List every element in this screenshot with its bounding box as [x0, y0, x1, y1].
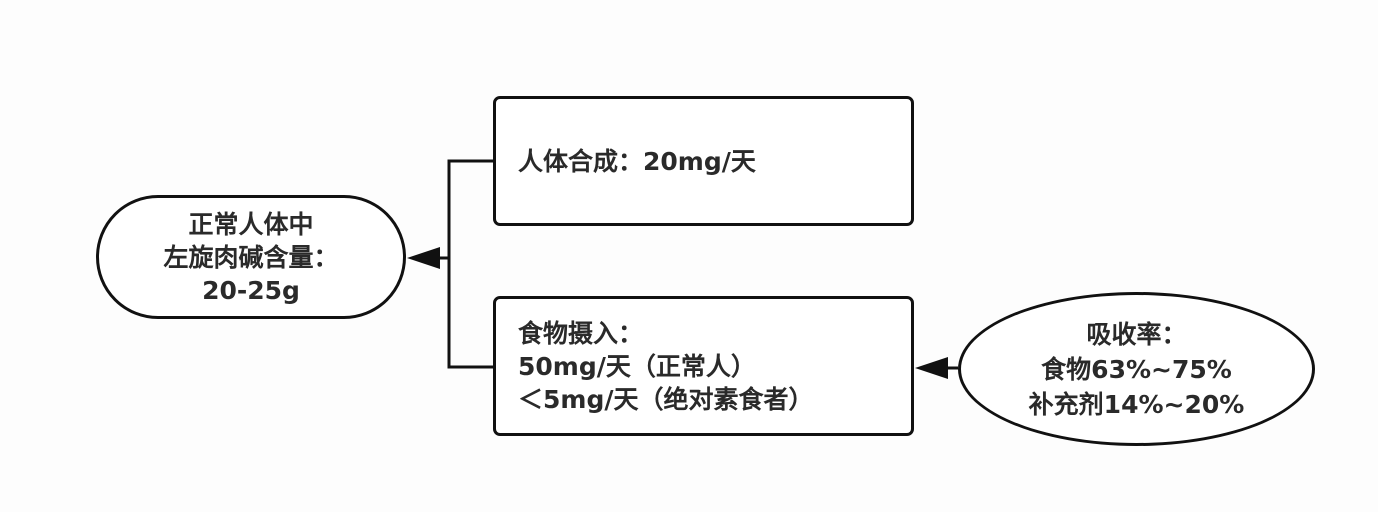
node-food-intake: 食物摄入： 50mg/天（正常人） ＜5mg/天（绝对素食者）	[493, 296, 914, 436]
node-body-synthesis: 人体合成：20mg/天	[493, 96, 914, 226]
node-text: 人体合成：20mg/天	[518, 146, 756, 176]
node-text: 补充剂14%~20%	[1028, 389, 1245, 419]
arrowhead-icon	[915, 357, 948, 379]
node-text: 吸收率：	[1086, 319, 1187, 349]
node-total-carnitine: 正常人体中 左旋肉碱含量： 20-25g	[96, 195, 406, 319]
node-text: ＜5mg/天（绝对素食者）	[518, 384, 814, 414]
bracket-connector	[447, 159, 493, 369]
node-text: 食物摄入：	[518, 318, 644, 348]
node-text: 20-25g	[202, 275, 300, 305]
node-text: 左旋肉碱含量：	[163, 242, 339, 272]
node-text: 50mg/天（正常人）	[518, 351, 756, 381]
node-text: 正常人体中	[188, 209, 314, 239]
node-text: 食物63%~75%	[1041, 354, 1232, 384]
node-absorption-rate: 吸收率： 食物63%~75% 补充剂14%~20%	[958, 292, 1315, 446]
arrowhead-icon	[407, 247, 440, 269]
